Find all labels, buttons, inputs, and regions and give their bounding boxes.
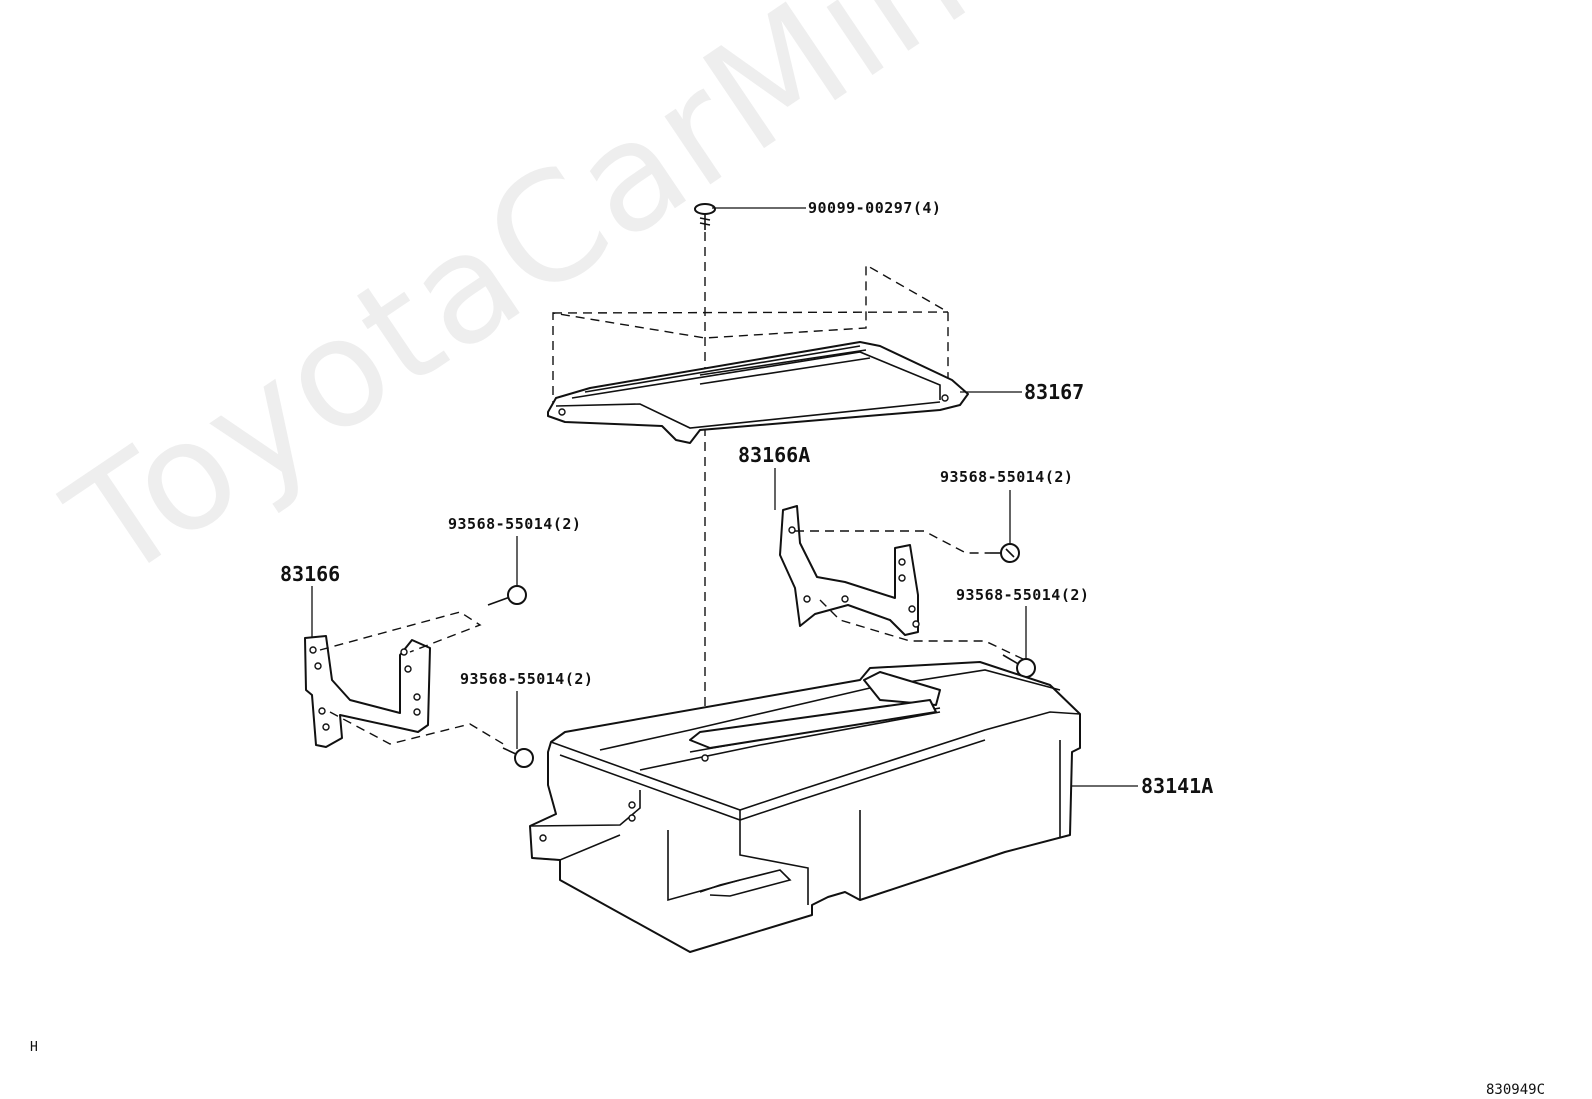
screw-90099-00297 xyxy=(694,203,716,230)
tray-projection-lines xyxy=(552,263,949,410)
bolt-left-lower xyxy=(502,747,534,768)
label-bracket-83166: 83166 xyxy=(280,562,341,586)
bracket-83166a xyxy=(779,505,1026,661)
diagram-code: 830949C xyxy=(1486,1082,1546,1098)
tray-83167 xyxy=(547,341,969,444)
label-tray-83167: 83167 xyxy=(1024,380,1085,404)
bolt-right-upper xyxy=(990,543,1020,563)
label-screw-90099-00297: 90099-00297(4) xyxy=(808,199,942,217)
bracket-83166 xyxy=(304,611,506,748)
bolt-left-upper xyxy=(487,585,527,606)
case-83141a xyxy=(529,661,1081,953)
label-bolt-right-lower: 93568-55014(2) xyxy=(956,586,1090,604)
label-bolt-left-upper: 93568-55014(2) xyxy=(448,515,582,533)
label-bolt-right-upper: 93568-55014(2) xyxy=(940,468,1074,486)
label-bolt-left-lower: 93568-55014(2) xyxy=(460,670,594,688)
label-bracket-83166a: 83166A xyxy=(738,443,811,467)
corner-mark: H xyxy=(30,1040,38,1055)
label-case-83141a: 83141A xyxy=(1141,774,1214,798)
leader-lines xyxy=(311,207,1138,787)
